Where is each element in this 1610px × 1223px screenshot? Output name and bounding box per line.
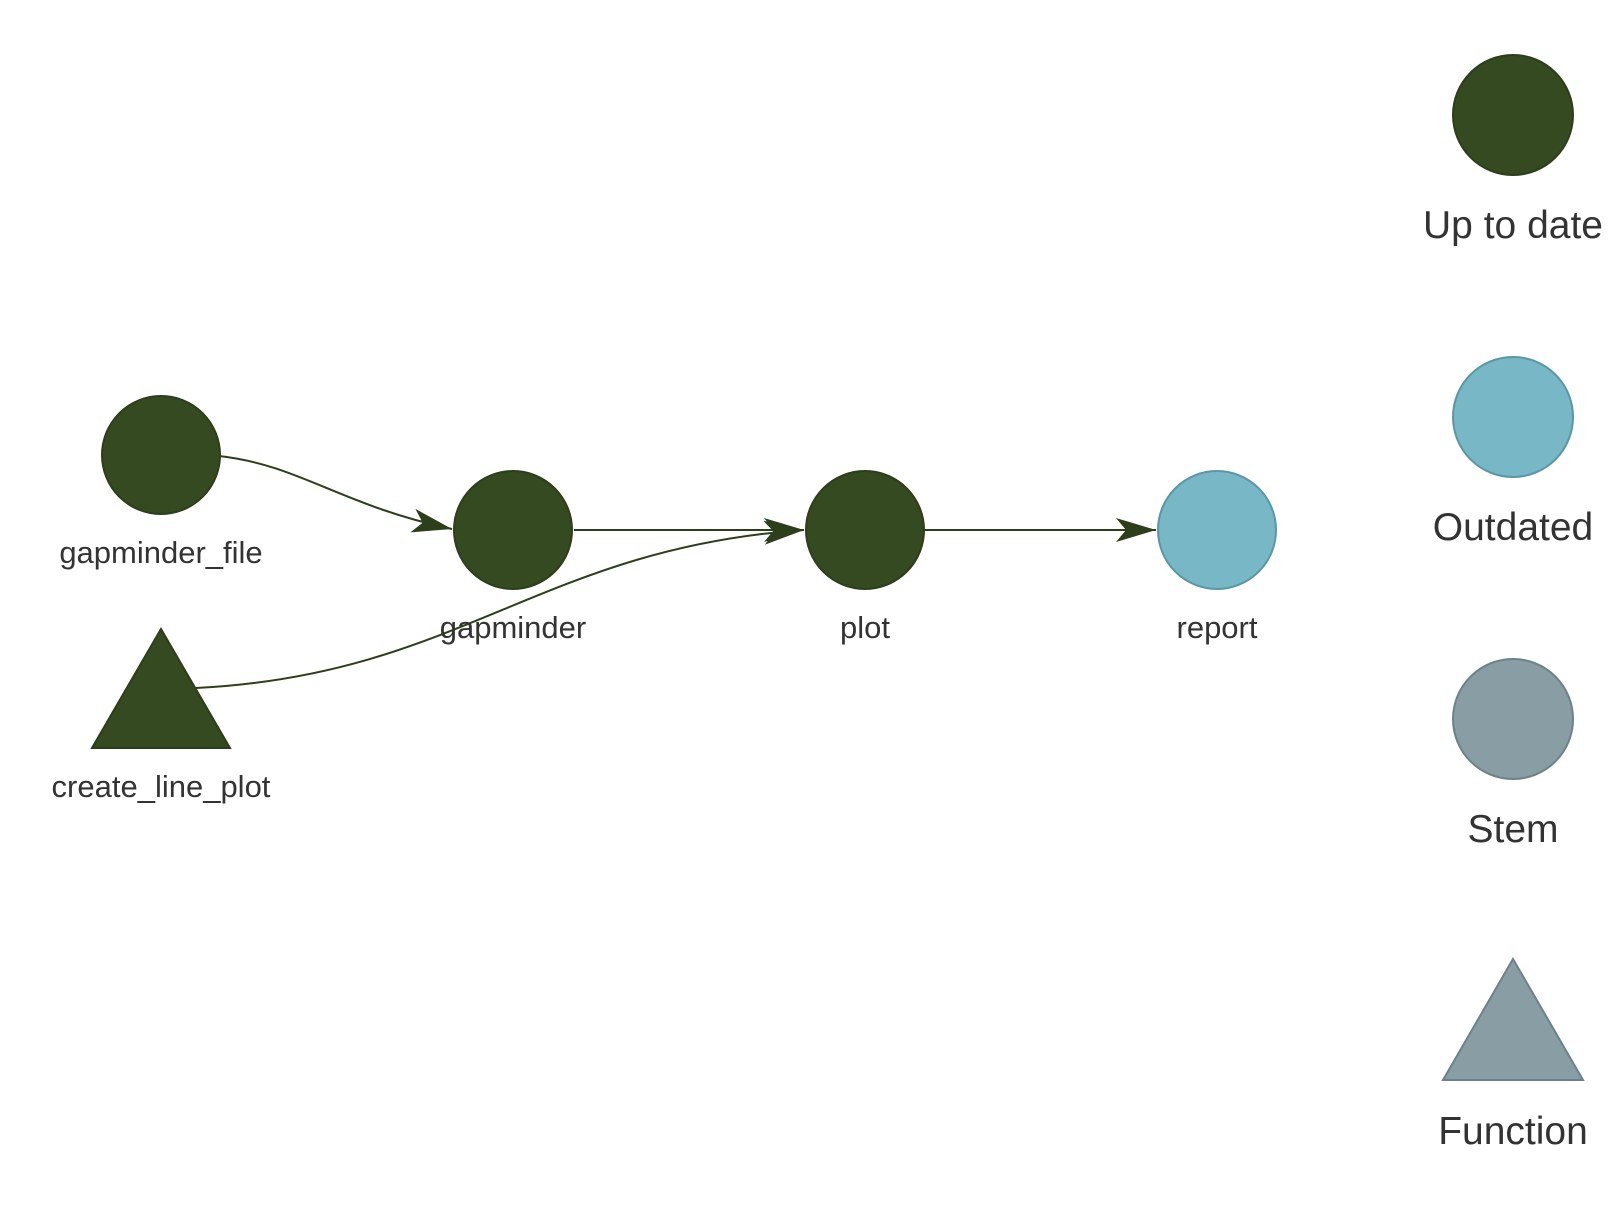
legend-stem-label: Stem	[1467, 808, 1558, 851]
node-plot-label: plot	[840, 610, 890, 645]
node-gapminder-label: gapminder	[440, 610, 586, 645]
legend-item-function: Function	[1438, 957, 1588, 1153]
legend-item-outdated: Outdated	[1433, 356, 1593, 549]
legend-up-to-date-icon	[1452, 54, 1574, 176]
node-create_line_plot[interactable]: create_line_plot	[52, 627, 271, 804]
edges	[195, 455, 1156, 689]
legend-function-label: Function	[1438, 1110, 1588, 1153]
node-report-shape[interactable]	[1157, 470, 1277, 590]
node-gapminder_file-shape[interactable]	[101, 395, 221, 515]
legend-up-to-date-label: Up to date	[1423, 204, 1603, 247]
legend: Up to date Outdated Stem Function	[1423, 54, 1603, 1153]
edge-create_line_plot-plot[interactable]	[195, 520, 805, 689]
node-gapminder_file-label: gapminder_file	[59, 535, 262, 570]
node-plot-shape[interactable]	[805, 470, 925, 590]
node-create_line_plot-label: create_line_plot	[52, 769, 271, 804]
node-report[interactable]: report	[1157, 470, 1277, 645]
legend-outdated-label: Outdated	[1433, 506, 1593, 549]
legend-outdated-icon	[1452, 356, 1574, 478]
node-create_line_plot-shape[interactable]	[90, 627, 232, 749]
node-report-label: report	[1177, 610, 1258, 645]
legend-stem-icon	[1452, 658, 1574, 780]
node-plot[interactable]: plot	[805, 470, 925, 645]
legend-item-stem: Stem	[1452, 658, 1574, 851]
legend-function-icon	[1441, 957, 1585, 1081]
legend-item-up-to-date: Up to date	[1423, 54, 1603, 247]
node-gapminder-shape[interactable]	[453, 470, 573, 590]
node-gapminder_file[interactable]: gapminder_file	[59, 395, 263, 570]
node-gapminder[interactable]: gapminder	[440, 470, 586, 645]
edge-gapminder_file-gapminder[interactable]	[218, 455, 453, 533]
